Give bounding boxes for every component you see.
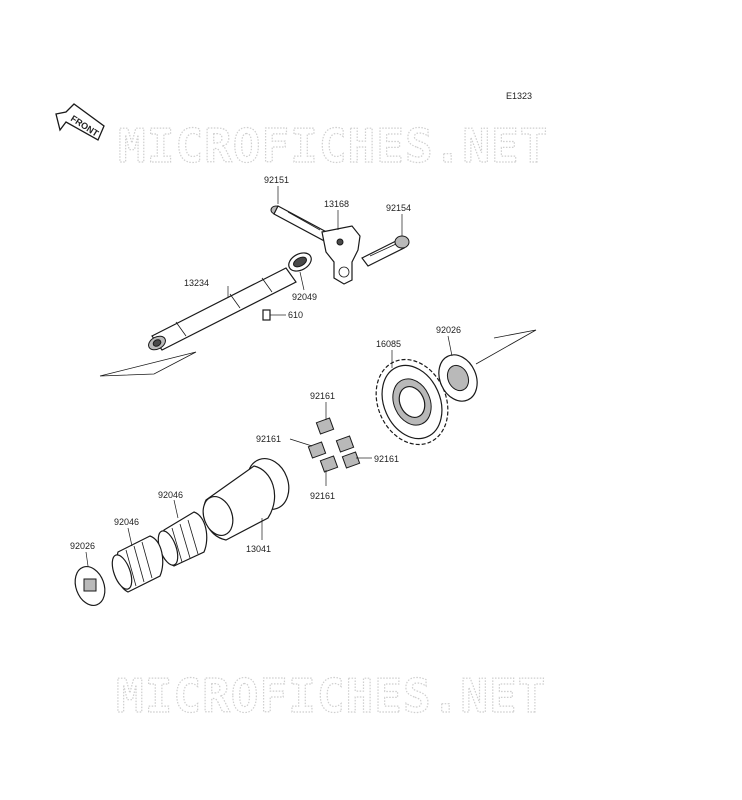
label-92161-bottom: 92161 (310, 491, 335, 501)
label-92046-lower: 92046 (114, 517, 139, 527)
watermark-bottom: MICROFICHES.NET (116, 669, 546, 723)
label-13234: 13234 (184, 278, 209, 288)
label-610: 610 (288, 310, 303, 320)
hub-13041 (202, 458, 290, 541)
leader-lines (85, 186, 453, 567)
label-16085: 16085 (376, 339, 401, 349)
shaft-13234 (148, 267, 297, 351)
axis-line-left (99, 351, 197, 377)
needle-bearing-92046-upper (157, 511, 208, 567)
front-arrow-icon: FRONT (55, 103, 105, 141)
label-92046-upper: 92046 (158, 490, 183, 500)
gear-16085 (375, 358, 449, 446)
label-92049: 92049 (292, 292, 317, 302)
axis-line-right (475, 329, 537, 365)
label-92026-left: 92026 (70, 541, 95, 551)
watermark-top: MICROFICHES.NET (118, 119, 548, 173)
label-13041: 13041 (246, 544, 271, 554)
needle-bearing-92046-lower (111, 535, 164, 593)
washer-92026-right (438, 354, 478, 402)
diagram-code: E1323 (506, 91, 532, 101)
label-92151: 92151 (264, 175, 289, 185)
dampers-92161 (307, 417, 361, 473)
washer-92026-left (74, 566, 106, 606)
bolt-92151 (270, 205, 335, 245)
label-92161-left: 92161 (256, 434, 281, 444)
label-92154: 92154 (386, 203, 411, 213)
pin-610 (262, 309, 271, 321)
label-92026-right: 92026 (436, 325, 461, 335)
label-92161-right: 92161 (374, 454, 399, 464)
label-13168: 13168 (324, 199, 349, 209)
lever-13168 (321, 225, 361, 285)
bolt-92154 (361, 235, 410, 267)
label-92161-top: 92161 (310, 391, 335, 401)
oil-seal-92049 (288, 252, 312, 272)
